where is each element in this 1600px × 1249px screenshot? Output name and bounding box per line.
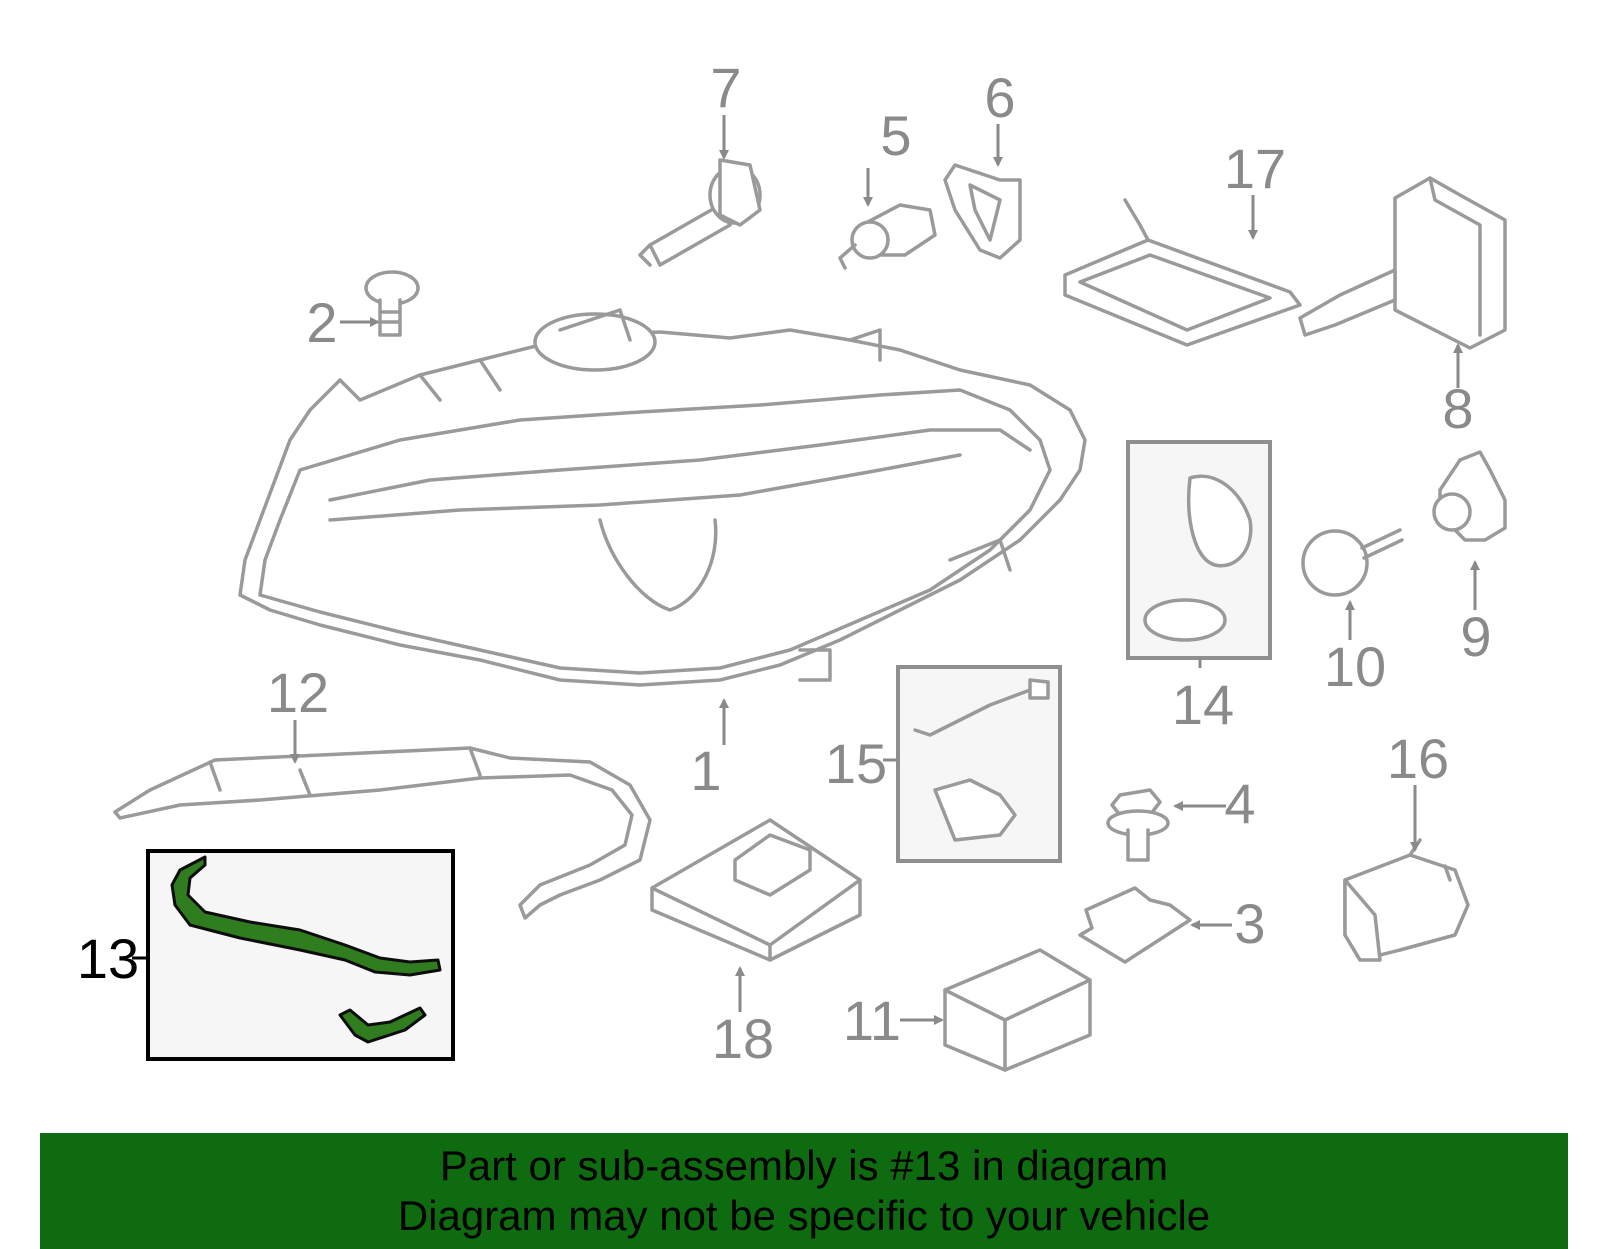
cap-part-10[interactable]: [1301, 528, 1404, 597]
actuator-part-5[interactable]: [838, 203, 937, 270]
callout-7: 7: [710, 56, 741, 119]
ballast-module-part-18[interactable]: [650, 818, 862, 962]
sensor-kit-part-15[interactable]: [896, 665, 1062, 863]
callout-13: 13: [77, 927, 139, 990]
callout-6: 6: [984, 66, 1015, 129]
socket-part-9[interactable]: [1432, 450, 1507, 542]
callout-15: 15: [825, 732, 887, 795]
banner-line-2: Diagram may not be specific to your vehi…: [397, 1192, 1211, 1239]
highlight-inset-part-13[interactable]: [146, 849, 455, 1061]
banner-line-1: Part or sub-assembly is #13 in diagram: [439, 1142, 1169, 1189]
callout-5: 5: [880, 104, 911, 167]
connector-part-16[interactable]: [1343, 838, 1470, 962]
seal-kit-part-14[interactable]: [1126, 440, 1272, 660]
xenon-bulb-part-8[interactable]: [1298, 176, 1507, 350]
bulb-holder-part-6[interactable]: [943, 163, 1022, 260]
callout-14: 14: [1172, 673, 1234, 736]
callout-11: 11: [843, 989, 901, 1052]
info-banner: Part or sub-assembly is #13 in diagram D…: [40, 1133, 1568, 1249]
callout-4: 4: [1224, 772, 1255, 835]
callout-10: 10: [1324, 635, 1386, 698]
callout-16: 16: [1387, 727, 1449, 790]
screw-part-2[interactable]: [364, 270, 420, 337]
bolt-part-4[interactable]: [1106, 788, 1170, 862]
callout-17: 17: [1224, 137, 1286, 200]
callout-9: 9: [1460, 605, 1491, 668]
headlamp-assembly-part-1[interactable]: [238, 308, 1087, 687]
callout-18: 18: [712, 1007, 774, 1070]
flat-module-part-17[interactable]: [1063, 198, 1302, 347]
callout-1: 1: [690, 739, 721, 802]
gasket-plate-part-3[interactable]: [1078, 886, 1192, 964]
leader-lines: [132, 115, 1480, 1025]
control-module-part-11[interactable]: [943, 948, 1092, 1072]
trim-strip-part-12[interactable]: [113, 746, 652, 920]
callout-12: 12: [267, 661, 329, 724]
callout-3: 3: [1234, 892, 1265, 955]
halogen-bulb-part-7[interactable]: [638, 158, 762, 267]
callout-2: 2: [306, 291, 337, 354]
